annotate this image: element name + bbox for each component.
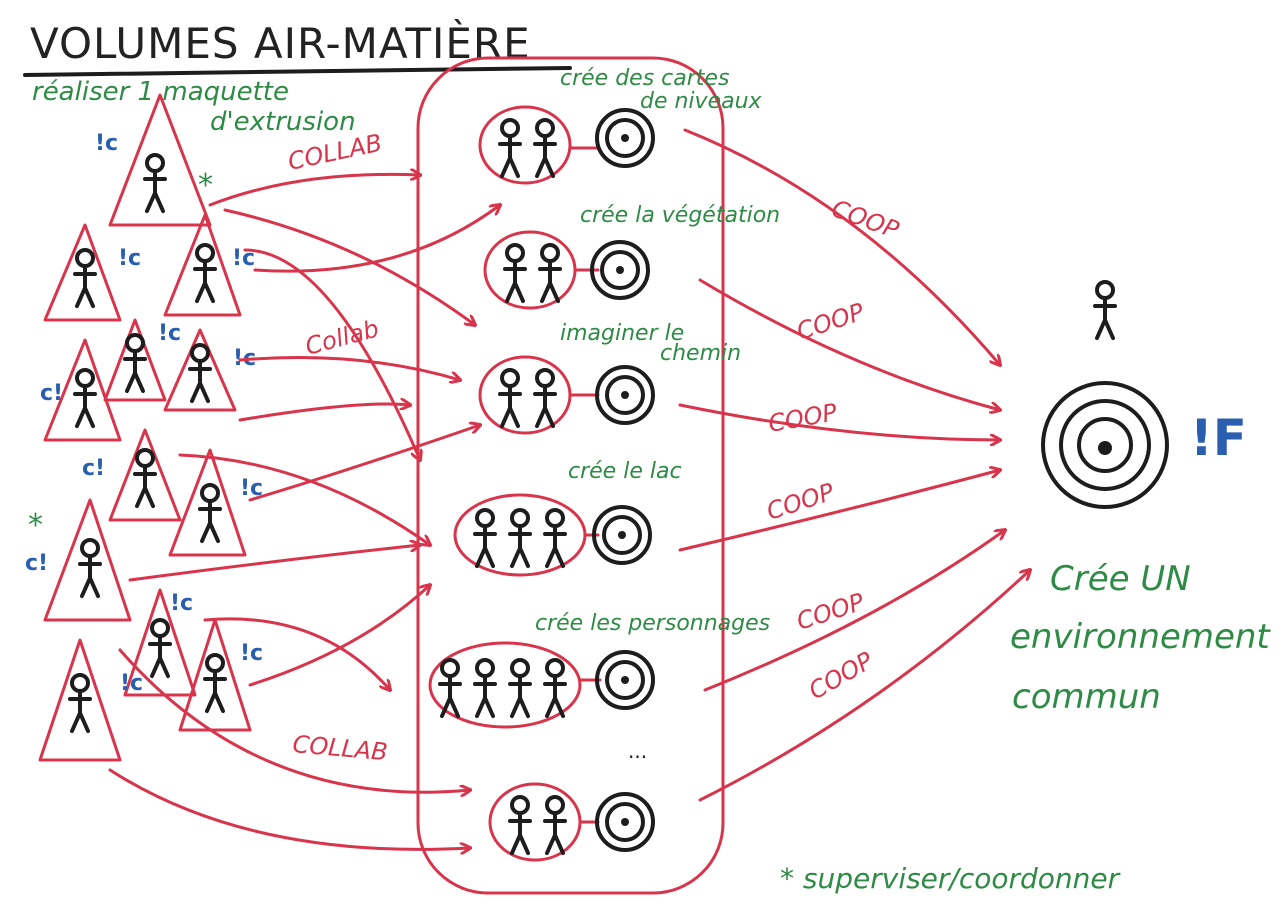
- triangle-person: [168, 448, 247, 557]
- marker-ic: !c: [120, 671, 143, 696]
- triangle-person: [108, 428, 182, 522]
- marker-ic-group: !c !c !c !c !c !c !c !c !c c! c! c!: [25, 131, 263, 696]
- left-caption-1: réaliser 1 maquette: [32, 77, 289, 107]
- coop-arrows: [678, 128, 1030, 802]
- triangle-person: [163, 328, 237, 412]
- team-group: imaginer le chemin: [478, 321, 741, 435]
- marker-ic: !c: [118, 246, 141, 271]
- marker-ic: !c: [240, 641, 263, 666]
- group-label: crée la végétation: [580, 203, 780, 228]
- triangle-person: [108, 93, 212, 227]
- group-label: ...: [628, 739, 647, 763]
- result-target: [1041, 280, 1169, 509]
- marker-f: !F: [1190, 409, 1247, 467]
- triangle-person: [163, 213, 242, 317]
- left-caption-2: d'extrusion: [210, 107, 356, 137]
- individual-cards: [38, 93, 252, 762]
- triangle-person: [43, 498, 132, 622]
- result-label: commun: [1012, 677, 1161, 717]
- collab-label: COLLAB: [291, 730, 388, 766]
- marker-ic: !c: [240, 476, 263, 501]
- team-group: crée le lac: [453, 459, 682, 577]
- marker-ic: !c: [95, 131, 118, 156]
- star-marker: *: [198, 168, 213, 203]
- triangle-person: [103, 318, 167, 402]
- team-group: ...: [488, 739, 655, 862]
- title-underline: [23, 66, 572, 77]
- marker-c: c!: [82, 456, 105, 481]
- coop-label: COOP: [793, 588, 868, 636]
- triangle-person: [123, 588, 197, 697]
- footnote: * superviser/coordonner: [780, 862, 1121, 895]
- marker-ic: !c: [158, 321, 181, 346]
- triangle-person: [38, 638, 122, 762]
- coop-label: COOP: [766, 398, 839, 438]
- group-label: crée les personnages: [535, 611, 770, 636]
- marker-ic: !c: [170, 591, 193, 616]
- group-label: chemin: [660, 341, 741, 366]
- group-label: crée le lac: [568, 459, 682, 484]
- coop-label: COOP: [793, 298, 868, 346]
- triangle-person: [43, 338, 122, 442]
- star-marker: *: [28, 508, 43, 543]
- triangle-person: [43, 223, 122, 322]
- group-label: de niveaux: [640, 89, 763, 114]
- marker-c: c!: [40, 381, 63, 406]
- team-group: crée les personnages: [428, 611, 770, 729]
- coop-label: COOP: [804, 646, 878, 705]
- title: VOLUMES AIR-MATIÈRE: [30, 18, 531, 68]
- team-group: crée des cartes de niveaux: [478, 66, 763, 185]
- collab-label: Collab: [302, 314, 381, 360]
- coop-label: COOP: [828, 194, 903, 244]
- collab-arrows: [108, 174, 500, 849]
- group-label: crée des cartes: [560, 66, 729, 91]
- group-label: imaginer le: [560, 321, 684, 346]
- triangle-person: [178, 618, 252, 732]
- coop-label: COOP: [763, 478, 838, 526]
- teams-container: [416, 56, 725, 895]
- result-label: Crée UN: [1050, 559, 1191, 599]
- result-label: environnement: [1010, 617, 1271, 657]
- marker-c: c!: [25, 551, 48, 576]
- team-group: crée la végétation: [483, 203, 780, 310]
- marker-ic: !c: [232, 246, 255, 271]
